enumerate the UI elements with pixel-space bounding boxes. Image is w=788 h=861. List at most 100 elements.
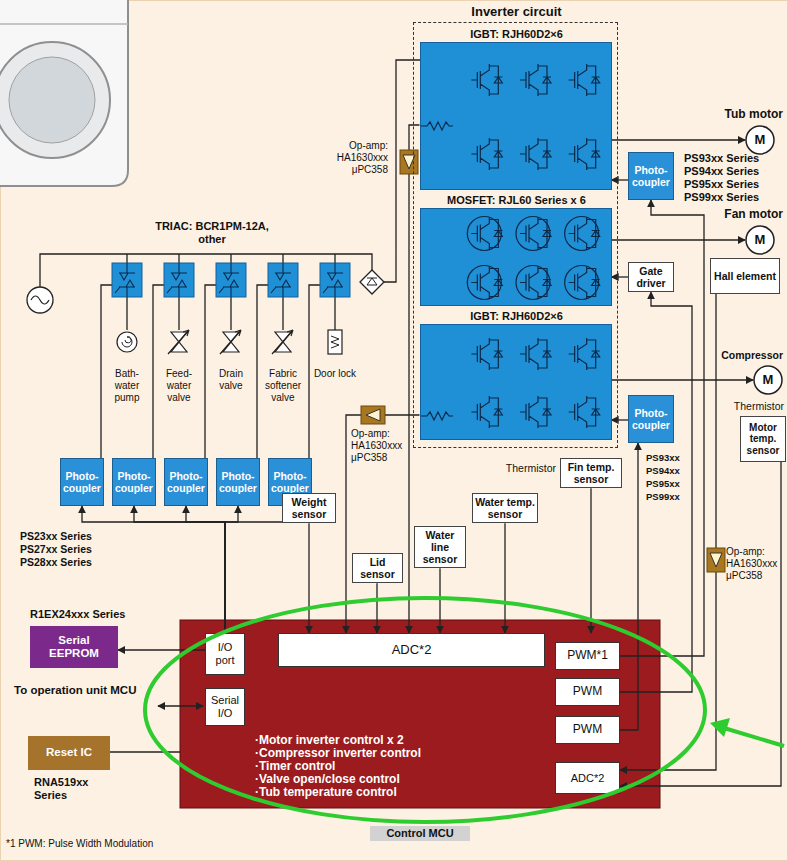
signal-connector — [612, 379, 754, 380]
part-label: PS23xx Series — [20, 530, 112, 542]
part-label: To operation unit MCU — [14, 684, 146, 698]
transistor-symbol — [568, 338, 599, 370]
node-text: M — [755, 133, 766, 148]
heading-text: IGBT: RJH60D2×6 — [421, 28, 613, 41]
signal-connector — [376, 583, 377, 633]
node-text: Weight sensor — [285, 496, 333, 520]
text-block: ADC*2 — [558, 772, 617, 785]
mcu-port: Serial I/O — [205, 688, 245, 726]
node-text: Fin temp. sensor — [563, 461, 619, 485]
part-label: PS94xx — [646, 465, 688, 476]
text-block: Reset IC — [31, 746, 107, 759]
part-label: TRIAC: BCR1PM-12A, other — [150, 220, 274, 246]
part-label: Bath-water pump — [105, 368, 149, 403]
signal-connector — [225, 506, 290, 633]
part-label: *1 PWM: Pulse Width Modulation — [6, 838, 266, 850]
node-text: Photo-coupler — [271, 470, 309, 494]
transistor-symbol — [471, 338, 502, 370]
text-block: Photo-coupler — [167, 470, 205, 494]
bullet-text: ·Valve open/close control — [255, 773, 400, 786]
part-label: Door lock — [313, 368, 357, 380]
signal-connector — [612, 419, 629, 420]
transistor-bridge: MOSFET: RJL60 Series x 6 — [420, 208, 612, 306]
signal-connector — [225, 506, 238, 633]
node-text: Photo-coupler — [115, 470, 153, 494]
signal-connector — [439, 568, 440, 633]
node-text: PWM — [573, 685, 602, 699]
motor-circle: Fan motorM — [745, 225, 775, 255]
signal-connector — [186, 506, 225, 633]
signal-connector — [590, 488, 591, 633]
heading-text: MOSFET: RJL60 Series x 6 — [421, 194, 613, 207]
motor-circle: CompressorM — [753, 365, 783, 395]
signal-connector — [308, 523, 309, 633]
sensor-box: Gate driver — [628, 262, 674, 292]
text-block: M — [745, 233, 775, 248]
part-label: PS99xx — [646, 491, 688, 502]
part-label: Thermistor — [494, 462, 556, 474]
part-label: Op-amp: HA1630xxx μPC358 — [726, 546, 780, 581]
motor-circle-outline — [746, 226, 774, 254]
transistor-bridge: IGBT: RJH60D2×6 — [420, 42, 612, 190]
bullet-text: ·Compressor inverter control — [255, 747, 421, 760]
node-text: Photo-coupler — [631, 164, 671, 188]
transistor-symbol — [520, 64, 551, 96]
mcu-port: PWM — [555, 716, 620, 744]
heading-text: Control MCU — [370, 826, 470, 841]
photocoupler-box: Photo-coupler — [628, 152, 674, 200]
highlight-arrow — [724, 728, 784, 746]
sensor-box: Water line sensor — [414, 526, 466, 568]
node-text: Photo-coupler — [631, 407, 671, 431]
node-text: Lid sensor — [355, 556, 400, 580]
signal-connector — [620, 294, 716, 770]
pump-symbol — [117, 332, 137, 352]
node-text: Photo-coupler — [63, 470, 101, 494]
text-block: Lid sensor — [355, 556, 400, 580]
signal-connector — [110, 751, 180, 752]
triac-symbol — [112, 263, 142, 297]
opamp-symbol — [707, 548, 725, 572]
bullet-text: ·Timer control — [255, 760, 335, 773]
mcu-port: PWM*1 — [555, 642, 620, 670]
opamp-symbol — [400, 150, 418, 174]
signal-connector — [612, 139, 746, 140]
text-block: Photo-coupler — [115, 470, 153, 494]
reset-ic: Reset IC — [28, 736, 110, 770]
motor-circle-outline — [746, 126, 774, 154]
node-text: PWM*1 — [567, 649, 608, 663]
washer-illustration — [0, 0, 128, 186]
text-block: Hall element — [713, 270, 777, 282]
triac-symbol — [320, 263, 350, 297]
photocoupler-box: Photo-coupler — [216, 458, 260, 506]
triac-symbol — [164, 263, 194, 297]
photocoupler-box: Photo-coupler — [628, 395, 674, 443]
mcu-port: PWM — [555, 678, 620, 706]
motor-circle: Tub motorM — [745, 125, 775, 155]
mcu-port: ADC*2 — [555, 762, 620, 794]
text-block: Serial I/O — [208, 694, 242, 719]
text-block: Fin temp. sensor — [563, 461, 619, 485]
text-block: M — [745, 133, 775, 148]
text-block: Water line sensor — [417, 529, 463, 565]
sensor-box: Weight sensor — [282, 493, 336, 523]
mosfet-ring — [564, 265, 598, 299]
part-label: PS28xx Series — [20, 556, 112, 568]
photocoupler-box: Photo-coupler — [60, 458, 104, 506]
node-text: Photo-coupler — [167, 470, 205, 494]
sensor-box: Motor temp. sensor — [740, 416, 786, 462]
opamp-symbol — [361, 406, 385, 424]
transistor-symbol — [471, 396, 502, 428]
text-block: ADC*2 — [281, 643, 542, 658]
signal-connector — [346, 415, 420, 633]
node-text: Photo-coupler — [219, 470, 257, 494]
sensor-box: Water temp. sensor — [472, 493, 538, 523]
signal-connector — [620, 292, 692, 692]
text-block: Photo-coupler — [63, 470, 101, 494]
valve-symbol — [272, 330, 293, 354]
bullet-text: ·Tub temperature control — [255, 786, 397, 799]
sensor-box: Lid sensor — [352, 553, 403, 583]
inverter-group: Inverter circuitIGBT: RJH60D2×6MOSFET: R… — [413, 22, 618, 448]
mosfet-ring — [516, 216, 550, 250]
node-text: M — [763, 373, 774, 388]
text-block: ·Motor inverter control x 2·Compressor i… — [255, 734, 421, 799]
